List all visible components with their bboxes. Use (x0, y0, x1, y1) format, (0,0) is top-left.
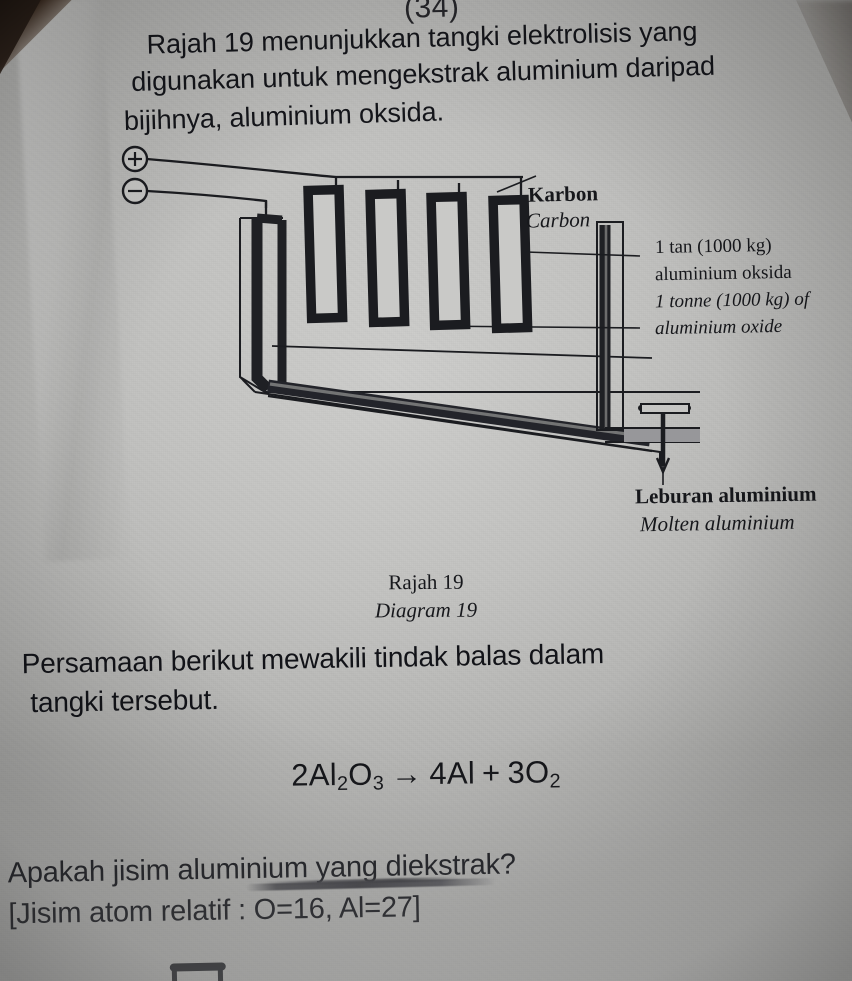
cathode-lining (251, 213, 287, 393)
eq-reactant-o: O (348, 756, 373, 792)
eq-reactant-coeff: 2 (291, 757, 309, 793)
body-paragraph: Persamaan berikut mewakili tindak balas … (21, 631, 852, 723)
eq-product2-coeff: 3 (507, 754, 526, 791)
carbon-anode-group (303, 184, 533, 334)
positive-terminal-icon (121, 145, 149, 173)
electrolysis-tank-diagram: Karbon Carbon 1 tan (1000 kg) aluminium … (0, 140, 852, 540)
eq-product2-formula: O (524, 754, 550, 790)
label-oxide-bm-line2: aluminium oksida (654, 261, 792, 286)
eq-product2-sub: 2 (549, 770, 561, 793)
diagram-svg (121, 145, 700, 485)
eq-reactant-al-sub: 2 (336, 772, 349, 796)
caption-en: Diagram 19 (374, 597, 478, 623)
right-wall (596, 221, 624, 431)
electrolyte-surface-line (271, 345, 653, 359)
label-oxide-bm-line1: 1 tan (1000 kg) (654, 234, 772, 259)
label-carbon-en: Carbon (525, 207, 591, 233)
cut-off-answer-box (169, 962, 227, 981)
molten-aluminium-floor (267, 379, 653, 453)
label-molten-en: Molten aluminium (639, 509, 795, 537)
label-carbon-bm: Karbon (527, 181, 599, 207)
eq-reactant-o-sub: 3 (372, 772, 385, 795)
eq-product1-coeff: 4 (429, 755, 448, 791)
label-oxide-en-line2: aluminium oxide (654, 315, 783, 340)
tap-outlet (605, 403, 700, 485)
eq-reactant-al: Al (308, 757, 338, 793)
question-block: Apakah jisim aluminium yang diekstrak? [… (7, 839, 852, 936)
label-oxide-en-line1: 1 tonne (1000 kg) of (654, 288, 810, 313)
caption-bm: Rajah 19 (388, 569, 464, 595)
diagram-caption: Rajah 19 Diagram 19 (0, 570, 852, 623)
eq-arrow-icon: → (390, 756, 423, 792)
eq-plus-sign: + (481, 755, 501, 791)
eq-product1-formula: Al (446, 755, 476, 791)
label-molten-bm: Leburan aluminium (634, 481, 817, 509)
negative-terminal-icon (121, 177, 149, 205)
